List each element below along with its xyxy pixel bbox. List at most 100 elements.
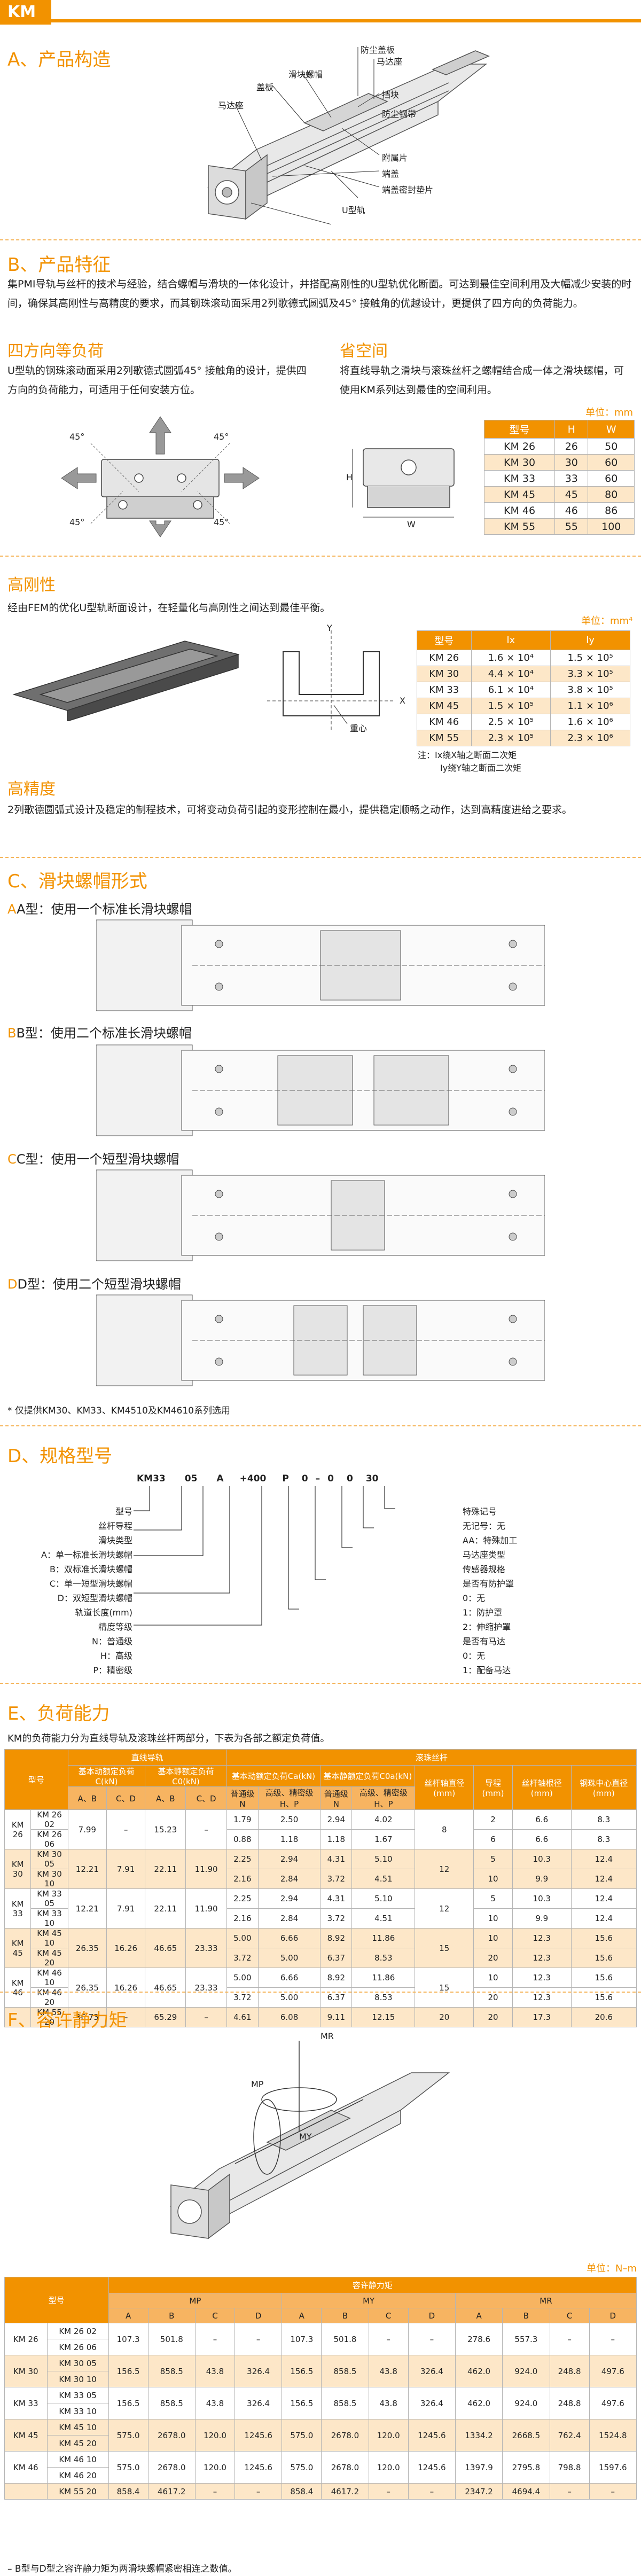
moment-cell: 4617.2 — [321, 2483, 369, 2500]
space-cell: 60 — [588, 454, 635, 471]
load-cell: 6.66 — [257, 1968, 321, 1988]
load-cell: 9.9 — [512, 1908, 572, 1929]
moment-th-sub: A — [282, 2308, 322, 2323]
load-cell: 15.6 — [570, 1987, 637, 2008]
code-motor: 0 — [301, 1473, 308, 1484]
load-th-screw: 滚珠丝杆 — [226, 1749, 637, 1766]
load-cell: 6.37 — [320, 1987, 353, 2008]
moment-cell: 858.4 — [282, 2483, 322, 2500]
load-cell: 46.65 — [145, 1928, 186, 1968]
moment-cell — [4, 2483, 48, 2500]
code-left-item: B：双标准长滑块螺帽 — [50, 1564, 132, 1574]
rigidity-cell: 2.3 × 10⁵ — [471, 730, 551, 746]
load-cell: 2.94 — [257, 1849, 321, 1869]
load-cell: 22.11 — [145, 1849, 186, 1889]
space-unit: 单位：mm — [585, 407, 634, 418]
moment-row: KM 30 10 — [5, 2371, 637, 2387]
load-cell: 1.18 — [257, 1829, 321, 1849]
moment-cell: 2668.5 — [502, 2419, 550, 2452]
moment-cell: 120.0 — [368, 2451, 409, 2484]
moment-cell: KM 45 20 — [46, 2435, 109, 2452]
load-cell: 10.3 — [512, 1888, 572, 1909]
load-cell: – — [106, 1809, 146, 1849]
load-cell: 11.90 — [185, 1849, 227, 1889]
label-stopper: 挡块 — [382, 90, 400, 100]
load-cell: KM 30 05 — [30, 1849, 68, 1869]
type-c-figure — [96, 1169, 545, 1261]
rigidity-cell: KM 33 — [417, 682, 472, 698]
load-cell: 6.6 — [512, 1829, 572, 1849]
code-right-item: 0：无 — [463, 1651, 486, 1661]
moment-cell: KM 30 — [4, 2355, 48, 2387]
load-cell: 8.3 — [570, 1829, 637, 1849]
load-cell: 8.3 — [570, 1809, 637, 1830]
type-d-text: D型：使用二个短型滑块螺帽 — [17, 1277, 181, 1292]
moment-cell: 2678.0 — [321, 2419, 369, 2452]
load-cell: KM 33 05 — [30, 1888, 68, 1909]
rigidity-th-iy: Iy — [550, 630, 630, 650]
type-a-text: A型：使用一个标准长滑块螺帽 — [17, 902, 192, 917]
load-cell: 15 — [415, 1968, 474, 2008]
divider — [0, 1683, 641, 1684]
load-cell: 5 — [473, 1888, 513, 1909]
moment-cell: 326.4 — [234, 2387, 283, 2419]
section-c-note: * 仅提供KM30、KM33、KM4510及KM4610系列选用 — [7, 1406, 230, 1416]
moment-cell: – — [589, 2323, 637, 2355]
moment-cell: 120.0 — [194, 2451, 236, 2484]
moment-cell: – — [234, 2483, 283, 2500]
moment-cell: 462.0 — [455, 2387, 503, 2419]
load-cell: KM 33 — [4, 1888, 32, 1929]
moment-cell: 575.0 — [282, 2419, 322, 2452]
load-cell: 11.90 — [185, 1888, 227, 1929]
space-figure — [352, 448, 455, 518]
moment-cell: – — [408, 2483, 456, 2500]
moment-th-sub: B — [321, 2308, 369, 2323]
moment-th-sub: B — [147, 2308, 196, 2323]
load-cell: 8 — [415, 1809, 474, 1849]
load-th-cdyn: 基本动额定负荷C(kN) — [67, 1765, 146, 1787]
code-right-item: 传感器规格 — [463, 1564, 506, 1574]
load-cell: 10 — [473, 1908, 513, 1929]
load-cell: KM 46 — [4, 1968, 32, 2008]
moment-cell: KM 46 — [4, 2451, 48, 2484]
space-cell: 26 — [554, 438, 589, 455]
load-cell: 2.84 — [257, 1869, 321, 1889]
divider — [0, 239, 641, 240]
moment-th-mp: MP — [108, 2293, 283, 2308]
moment-cell: 2795.8 — [502, 2451, 550, 2484]
moment-cell: 1245.6 — [408, 2419, 456, 2452]
load-cell: 20 — [473, 1948, 513, 1968]
load-cell: KM 46 20 — [30, 1987, 68, 2008]
load-cell: KM 45 10 — [30, 1928, 68, 1948]
load-th-sub: 普通级N — [226, 1786, 259, 1810]
precision-text: 2列歌德圆弧式设计及稳定的制程技术，可将变动负荷引起的变形控制在最小，提供稳定顺… — [7, 804, 573, 816]
moment-cell: 248.8 — [549, 2387, 590, 2419]
load-cell: 36.73 — [67, 2007, 107, 2027]
moment-cell: 2347.2 — [455, 2483, 503, 2500]
load-th-model: 型号 — [4, 1749, 68, 1810]
section-f-note: – B型与D型之容许静力矩为两滑块螺帽紧密相连之数值。 — [7, 2564, 237, 2574]
space-cell: 33 — [554, 470, 589, 487]
code-right-item: 1：防护罩 — [463, 1607, 503, 1618]
moment-th-my: MY — [282, 2293, 456, 2308]
moment-unit: 单位：N–m — [587, 2263, 637, 2274]
code-left-item: 型号 — [115, 1506, 132, 1517]
load-cell: 4.31 — [320, 1888, 353, 1909]
moment-cell: 43.8 — [194, 2355, 236, 2387]
moment-cell: 762.4 — [549, 2419, 590, 2452]
load-cell: 23.33 — [185, 1968, 227, 2008]
load-cell: 12.4 — [570, 1849, 637, 1869]
load-cell: 12.15 — [351, 2007, 416, 2027]
label-dust-strip: 防尘钢带 — [382, 109, 417, 119]
space-cell: KM 33 — [483, 470, 556, 487]
load-cell: 9.9 — [512, 1869, 572, 1889]
space-cell: KM 55 — [483, 518, 556, 535]
header-rule — [51, 19, 641, 22]
space-cell: 60 — [588, 470, 635, 487]
load-cell: 4.02 — [351, 1809, 416, 1830]
moment-my-label: MY — [299, 2132, 312, 2142]
